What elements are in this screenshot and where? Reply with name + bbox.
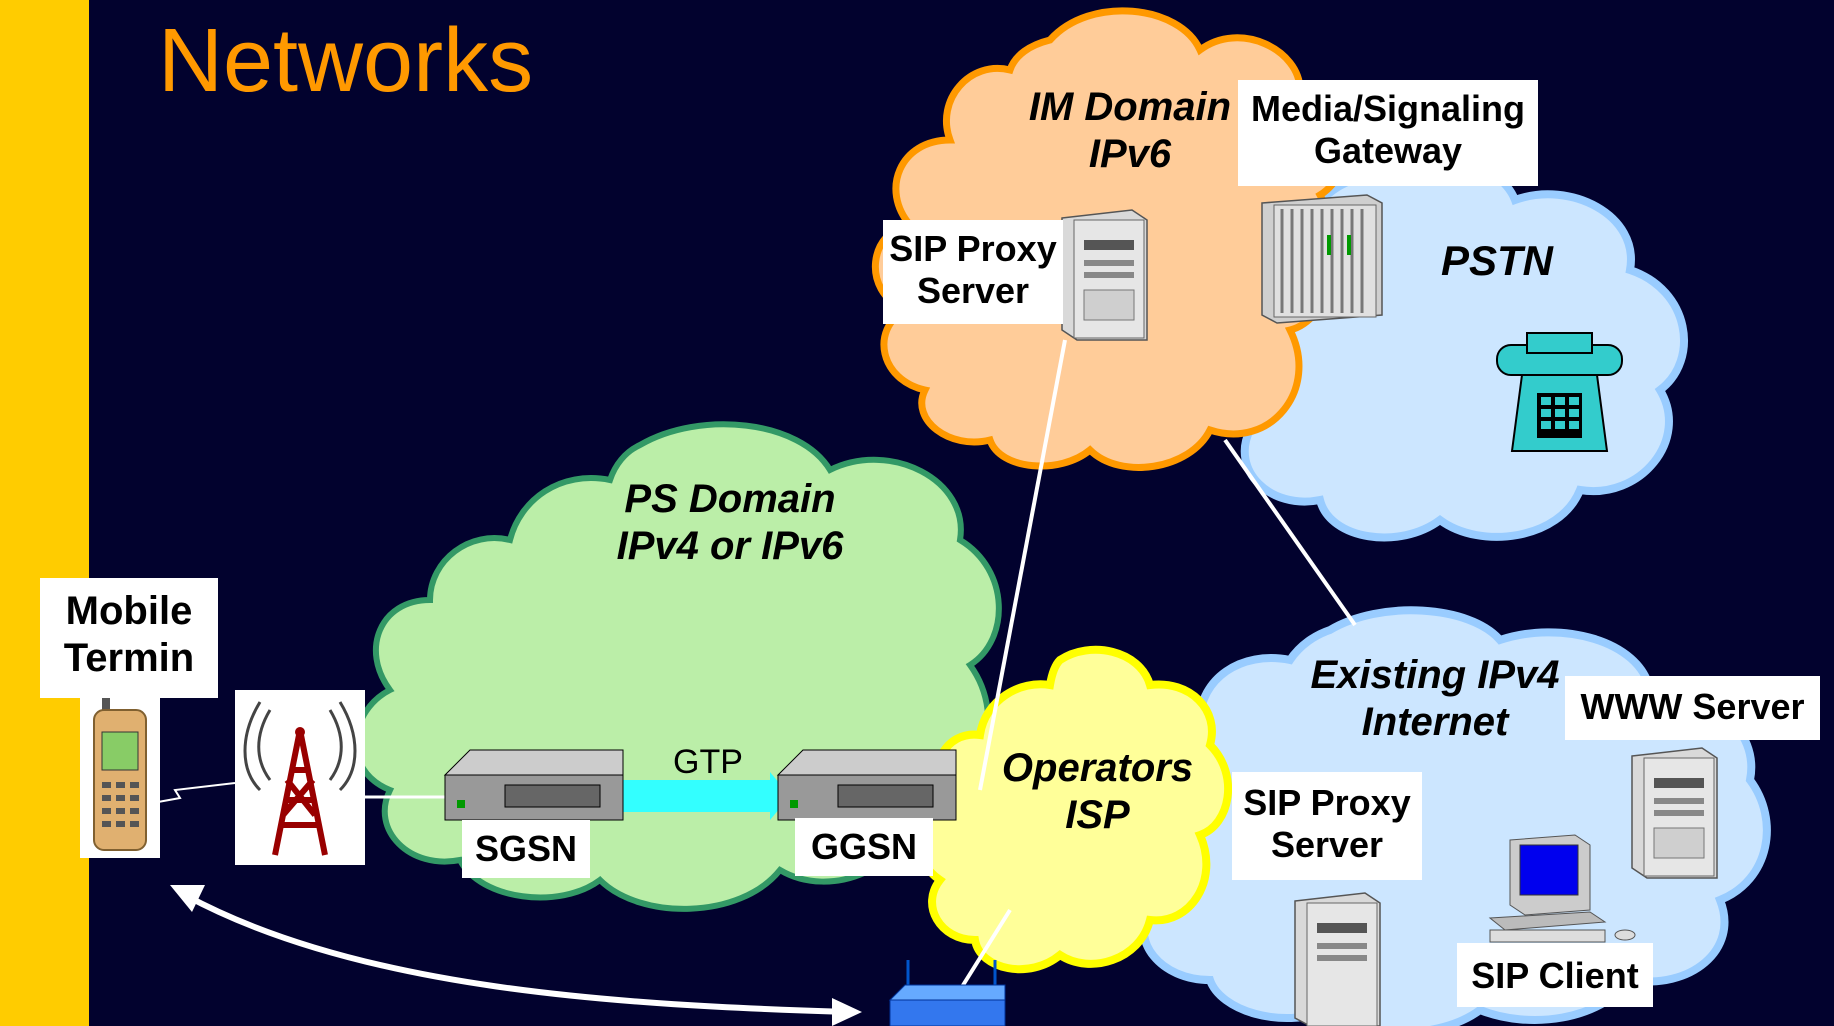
mobile-terminal-line2: Termin (63, 636, 195, 681)
ipv4-internet-line2: Internet (1361, 700, 1509, 745)
link-im-to-isp (978, 339, 1067, 791)
sip-proxy-im-label: SIP Proxy Server (883, 220, 1063, 324)
media-gateway-line2: Gateway (1313, 130, 1463, 172)
mobile-phone-icon (80, 690, 160, 858)
ipv4-internet-line1: Existing IPv4 (1310, 653, 1560, 697)
desktop-computer-icon (1488, 834, 1636, 943)
accent-sidebar (0, 0, 89, 1026)
im-domain-label: IM Domain IPv6 (1005, 84, 1255, 178)
router-icon (888, 960, 1006, 1026)
server-icon (1294, 892, 1381, 1026)
im-domain-line2: IPv6 (1088, 132, 1172, 177)
sip-proxy-internet-label: SIP Proxy Server (1232, 772, 1422, 880)
operators-isp-line2: ISP (1065, 793, 1130, 838)
ipv4-internet-label: Existing IPv4 Internet (1280, 652, 1590, 746)
media-gateway-label: Media/Signaling Gateway (1238, 80, 1538, 186)
ps-domain-line2: IPv4 or IPv6 (616, 524, 844, 569)
sgsn-label: SGSN (462, 820, 590, 878)
link-router-to-isp (958, 908, 1012, 992)
cell-tower-icon (235, 690, 365, 865)
sip-client-label: SIP Client (1457, 943, 1653, 1007)
link-im-to-internet (1223, 438, 1357, 627)
gtp-label: GTP (673, 743, 743, 781)
sip-proxy-im-line1: SIP Proxy (889, 228, 1057, 269)
mobility-arrow (170, 885, 862, 1026)
ggsn-device-icon (776, 749, 957, 821)
ggsn-label: GGSN (795, 818, 933, 876)
slide-title: Networks (158, 11, 534, 111)
ps-domain-line1: PS Domain (624, 477, 836, 521)
pstn-label: PSTN (1441, 237, 1555, 284)
operators-isp-cloud (914, 645, 1233, 974)
www-server-label: WWW Server (1565, 676, 1820, 740)
telephone-icon (1496, 332, 1623, 452)
wireless-link (157, 782, 236, 803)
server-icon (1631, 747, 1718, 879)
media-gateway-icon (1261, 194, 1383, 324)
mobile-terminal-line1: Mobile (65, 589, 193, 633)
media-gateway-line1: Media/Signaling (1250, 88, 1526, 129)
server-icon (1061, 209, 1148, 341)
ps-domain-label: PS Domain IPv4 or IPv6 (570, 476, 890, 570)
sgsn-device-icon (443, 749, 624, 821)
operators-isp-label: Operators ISP (975, 745, 1220, 839)
operators-isp-line1: Operators (1001, 746, 1194, 790)
sip-proxy-im-line2: Server (916, 270, 1030, 312)
mobile-terminal-label: Mobile Termin (40, 578, 218, 698)
sip-proxy-internet-line1: SIP Proxy (1243, 782, 1411, 823)
im-domain-line1: IM Domain (1028, 85, 1232, 129)
sip-proxy-internet-line2: Server (1270, 824, 1384, 866)
